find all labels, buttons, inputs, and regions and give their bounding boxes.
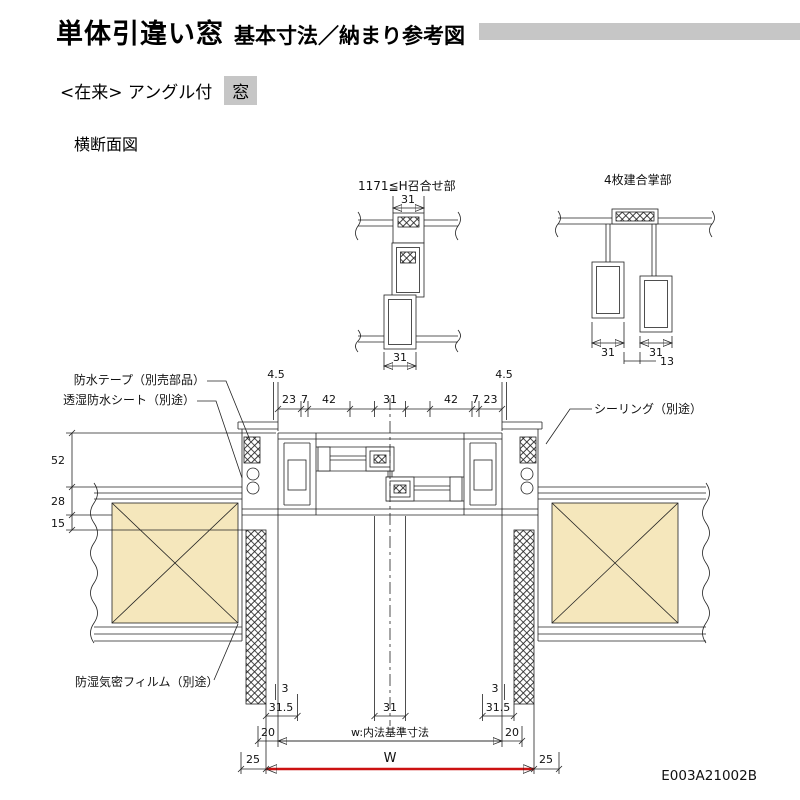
dim-20-right: 20: [505, 726, 519, 739]
callout-breathable-sheet: 透湿防水シート（別途）: [63, 392, 195, 407]
hatch-block: [397, 216, 420, 228]
panel-stile-left: [591, 261, 625, 319]
sash2-stile: [449, 476, 463, 502]
leader-vapor-film: [213, 623, 239, 681]
dim-panel-gap: 13: [660, 355, 674, 368]
dim-7-left: 7: [301, 393, 308, 406]
dim-meeting-top: 31: [401, 193, 415, 206]
callout-sealing: シーリング（別途）: [594, 401, 702, 416]
dim-offset-right: 4.5: [495, 368, 513, 381]
fastener: [246, 467, 260, 481]
dimension-annotations: 4.5 4.5 23 7 42 31 42 7 23: [51, 368, 702, 774]
break-line: [355, 211, 361, 241]
break-line: [355, 329, 361, 353]
leader-breathable-sheet: [197, 400, 243, 479]
siding-right: [513, 529, 535, 705]
detail-meeting-label: 1171≦H召合せ部: [358, 178, 456, 193]
dim-panel-right: 31: [649, 346, 663, 359]
dim-3-right: 3: [492, 682, 499, 695]
break-line: [709, 210, 715, 238]
page-subtitle: 基本寸法／納まり参考図: [234, 24, 465, 48]
break-line: [555, 210, 561, 238]
title-gray-bar: [479, 23, 800, 40]
dim-25-right: 25: [539, 753, 553, 766]
leader-sealing: [545, 408, 592, 445]
break-line: [455, 211, 461, 241]
callout-vapor-film: 防湿気密フィルム（別途）: [75, 674, 219, 689]
panel-stile-right: [639, 275, 673, 333]
sash1-stile: [317, 446, 331, 472]
variant-row: <在来> アングル付 窓: [60, 76, 258, 105]
section-title: 横断面図: [74, 135, 139, 154]
dim-31-bottom-center: 31: [383, 701, 397, 714]
page-header: 単体引違い窓 基本寸法／納まり参考図: [56, 12, 800, 51]
variant-badge: 窓: [224, 76, 258, 105]
dim-7-right: 7: [472, 393, 479, 406]
dim-overall-w: W: [384, 751, 397, 766]
jamb-left-chamber: [287, 459, 307, 491]
dim-42-right: 42: [444, 393, 458, 406]
page-title: 単体引違い窓: [56, 19, 224, 50]
dim-meeting-bottom: 31: [393, 351, 407, 364]
dim-15: 15: [51, 517, 65, 530]
jamb-right-chamber: [473, 459, 493, 491]
detail-meeting-section: 1171≦H召合せ部 31 31: [355, 178, 461, 370]
dim-panel-left: 31: [601, 346, 615, 359]
break-line: [702, 482, 710, 644]
dim-3-left: 3: [282, 682, 289, 695]
dim-31-center: 31: [383, 393, 397, 406]
fastener: [246, 481, 260, 495]
break-line: [90, 482, 98, 644]
fastener: [520, 467, 534, 481]
meeting-stile-lower: [383, 294, 417, 350]
main-cross-section: [90, 398, 710, 726]
waterproof-tape-left: [243, 436, 261, 464]
dim-25-left: 25: [246, 753, 260, 766]
dim-315-left: 31.5: [269, 701, 294, 714]
dim-23-left: 23: [282, 393, 296, 406]
dim-offset-left: 4.5: [267, 368, 285, 381]
detail-four-panel-section: 4枚建合掌部 31 31 13: [555, 172, 715, 368]
dim-42-left: 42: [322, 393, 336, 406]
callout-waterproof-tape: 防水テープ（別売部品）: [74, 372, 205, 387]
siding-left: [245, 529, 267, 705]
break-line: [455, 329, 461, 353]
dim-52: 52: [51, 454, 65, 467]
dim-315-right: 31.5: [486, 701, 511, 714]
dim-w-label: w:内法基準寸法: [351, 725, 429, 739]
waterproof-tape-right: [519, 436, 537, 464]
leader-waterproof-tape: [207, 380, 251, 441]
dim-20-left: 20: [261, 726, 275, 739]
doc-code: E003A21002B: [661, 768, 757, 784]
variant-text: <在来> アングル付: [60, 83, 213, 103]
dim-28: 28: [51, 495, 65, 508]
detail-four-panel-label: 4枚建合掌部: [604, 172, 672, 187]
dim-23-right: 23: [484, 393, 498, 406]
fastener: [520, 481, 534, 495]
